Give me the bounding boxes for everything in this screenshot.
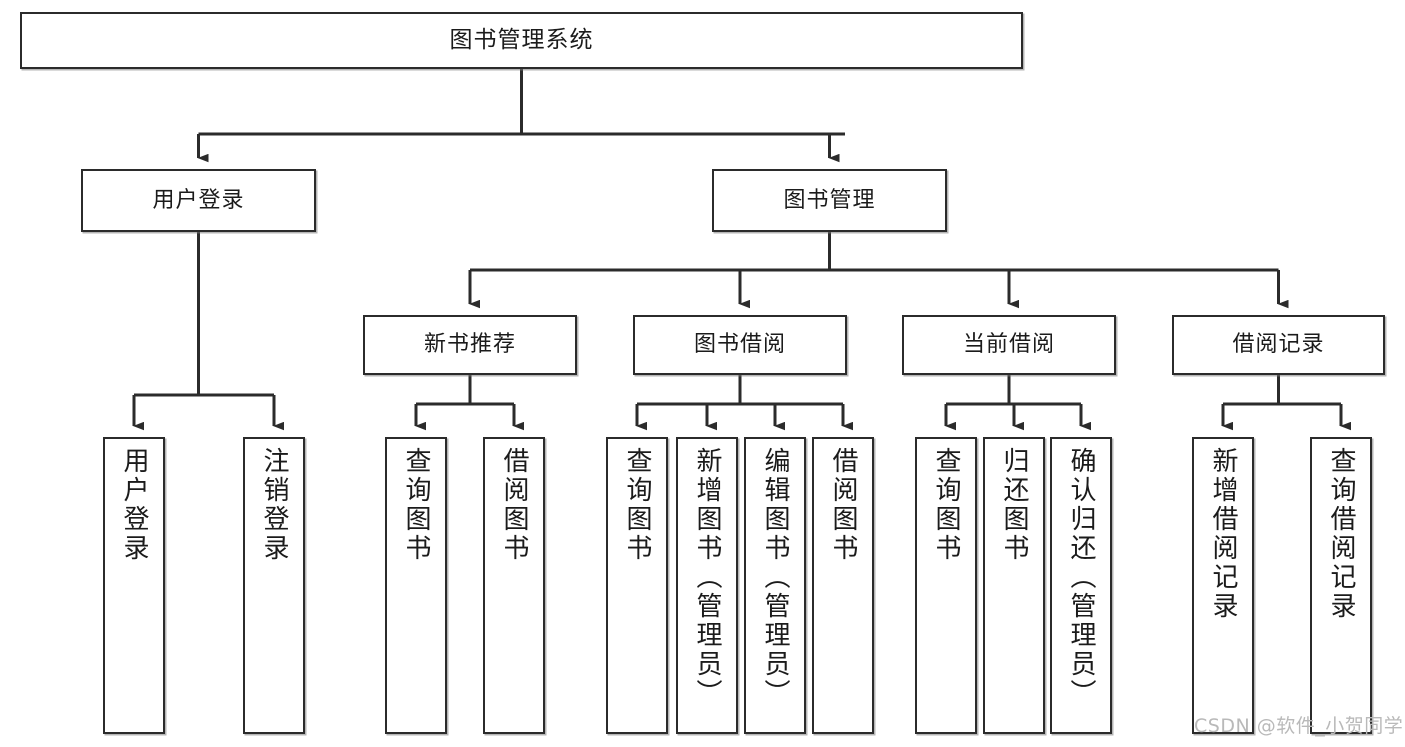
node-leaf-query-book-rec-label: 查询图书 <box>401 447 431 563</box>
node-leaf-confirm-return[interactable]: 确认归还（管理员） <box>1050 437 1112 734</box>
node-leaf-query-book-label: 查询图书 <box>622 447 652 563</box>
node-leaf-query-book-cur[interactable]: 查询图书 <box>915 437 977 734</box>
node-book-borrow-label: 图书借阅 <box>693 332 786 358</box>
node-book-manage-label: 图书管理 <box>783 187 876 213</box>
node-leaf-return-book-label: 归还图书 <box>999 447 1029 563</box>
node-new-book-recommend[interactable]: 新书推荐 <box>363 315 577 375</box>
node-leaf-add-book-admin-label: 新增图书（管理员） <box>692 447 722 708</box>
node-leaf-edit-book-admin[interactable]: 编辑图书（管理员） <box>744 437 806 734</box>
node-user-login[interactable]: 用户登录 <box>81 169 316 232</box>
node-leaf-query-book-cur-label: 查询图书 <box>931 447 961 563</box>
node-leaf-logout-login[interactable]: 注销登录 <box>243 437 305 734</box>
node-leaf-borrow-book-rec[interactable]: 借阅图书 <box>483 437 545 734</box>
node-leaf-query-borrow-record[interactable]: 查询借阅记录 <box>1310 437 1372 734</box>
node-leaf-query-book-rec[interactable]: 查询图书 <box>385 437 447 734</box>
node-new-book-recommend-label: 新书推荐 <box>423 332 516 358</box>
node-leaf-query-borrow-record-label: 查询借阅记录 <box>1326 447 1356 621</box>
node-leaf-user-login[interactable]: 用户登录 <box>103 437 165 734</box>
watermark: CSDN @软件_小贺同学 <box>1194 715 1404 737</box>
node-leaf-borrow-book-rec-label: 借阅图书 <box>499 447 529 563</box>
node-user-login-label: 用户登录 <box>152 187 245 213</box>
node-borrow-record-label: 借阅记录 <box>1232 332 1325 358</box>
node-current-borrow[interactable]: 当前借阅 <box>902 315 1116 375</box>
node-leaf-edit-book-admin-label: 编辑图书（管理员） <box>760 447 790 708</box>
node-root[interactable]: 图书管理系统 <box>20 12 1023 69</box>
node-current-borrow-label: 当前借阅 <box>962 332 1055 358</box>
node-leaf-user-login-label: 用户登录 <box>119 447 149 563</box>
node-book-manage[interactable]: 图书管理 <box>712 169 947 232</box>
node-leaf-add-borrow-record[interactable]: 新增借阅记录 <box>1192 437 1254 734</box>
node-leaf-add-borrow-record-label: 新增借阅记录 <box>1208 447 1238 621</box>
node-leaf-borrow-book[interactable]: 借阅图书 <box>812 437 874 734</box>
node-leaf-confirm-return-label: 确认归还（管理员） <box>1066 447 1096 708</box>
node-leaf-query-book[interactable]: 查询图书 <box>606 437 668 734</box>
node-leaf-return-book[interactable]: 归还图书 <box>983 437 1045 734</box>
node-borrow-record[interactable]: 借阅记录 <box>1172 315 1385 375</box>
node-root-label: 图书管理系统 <box>449 27 594 54</box>
node-leaf-borrow-book-label: 借阅图书 <box>828 447 858 563</box>
node-leaf-logout-login-label: 注销登录 <box>259 447 289 563</box>
node-leaf-add-book-admin[interactable]: 新增图书（管理员） <box>676 437 738 734</box>
node-book-borrow[interactable]: 图书借阅 <box>633 315 847 375</box>
